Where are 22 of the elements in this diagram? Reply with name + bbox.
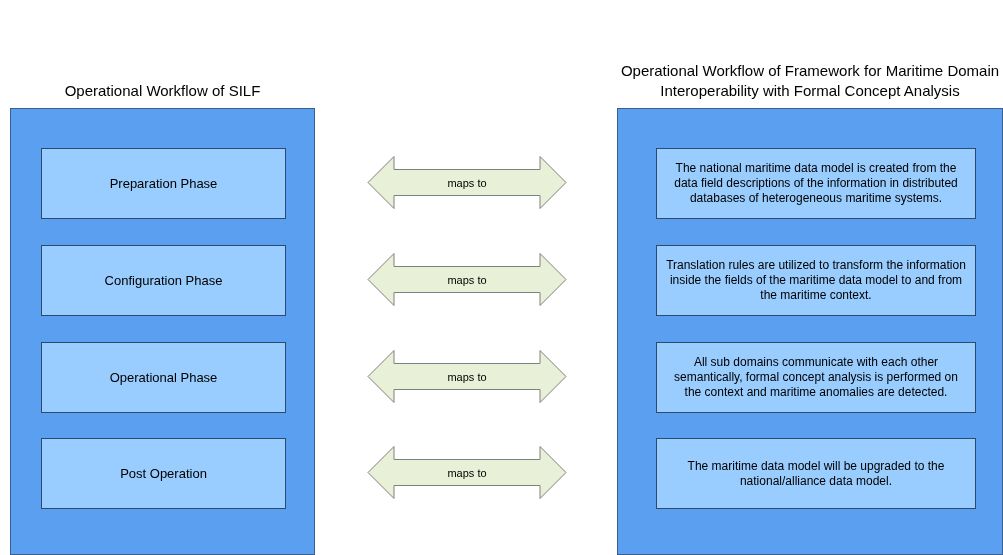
- box-text: Post Operation: [120, 465, 207, 482]
- box-text: The maritime data model will be upgraded to the national/alliance data model.: [686, 458, 946, 489]
- box-text: Configuration Phase: [104, 272, 223, 289]
- double-block-arrow: [367, 350, 567, 403]
- process-box: [656, 245, 976, 316]
- process-box: [656, 148, 976, 219]
- box-text: The national maritime data model is created from the data field descriptions of the information in distributed databases of heterogeneous maritime systems.: [673, 161, 959, 206]
- panel-heading: Operational Workflow of SILF: [63, 81, 262, 101]
- box-text: Preparation Phase: [109, 175, 218, 192]
- panel-heading: Operational Workflow of Framework for Maritime Domain Interoperability with Formal Concept Analysis: [619, 61, 1001, 101]
- double-block-arrow: [367, 253, 567, 306]
- process-box: [41, 342, 286, 413]
- box-text: Translation rules are utilized to transform the information inside the fields of the maritime data model to and from the maritime context.: [665, 258, 967, 303]
- double-block-arrow: [367, 156, 567, 209]
- process-box: [41, 438, 286, 509]
- process-box: [41, 148, 286, 219]
- process-box: [656, 342, 976, 413]
- box-text: All sub domains communicate with each other semantically, formal concept analysis is performed on the context and maritime anomalies are detected.: [673, 355, 959, 400]
- box-text: Operational Phase: [109, 369, 218, 386]
- process-box: [656, 438, 976, 509]
- process-box: [41, 245, 286, 316]
- double-block-arrow: [367, 446, 567, 499]
